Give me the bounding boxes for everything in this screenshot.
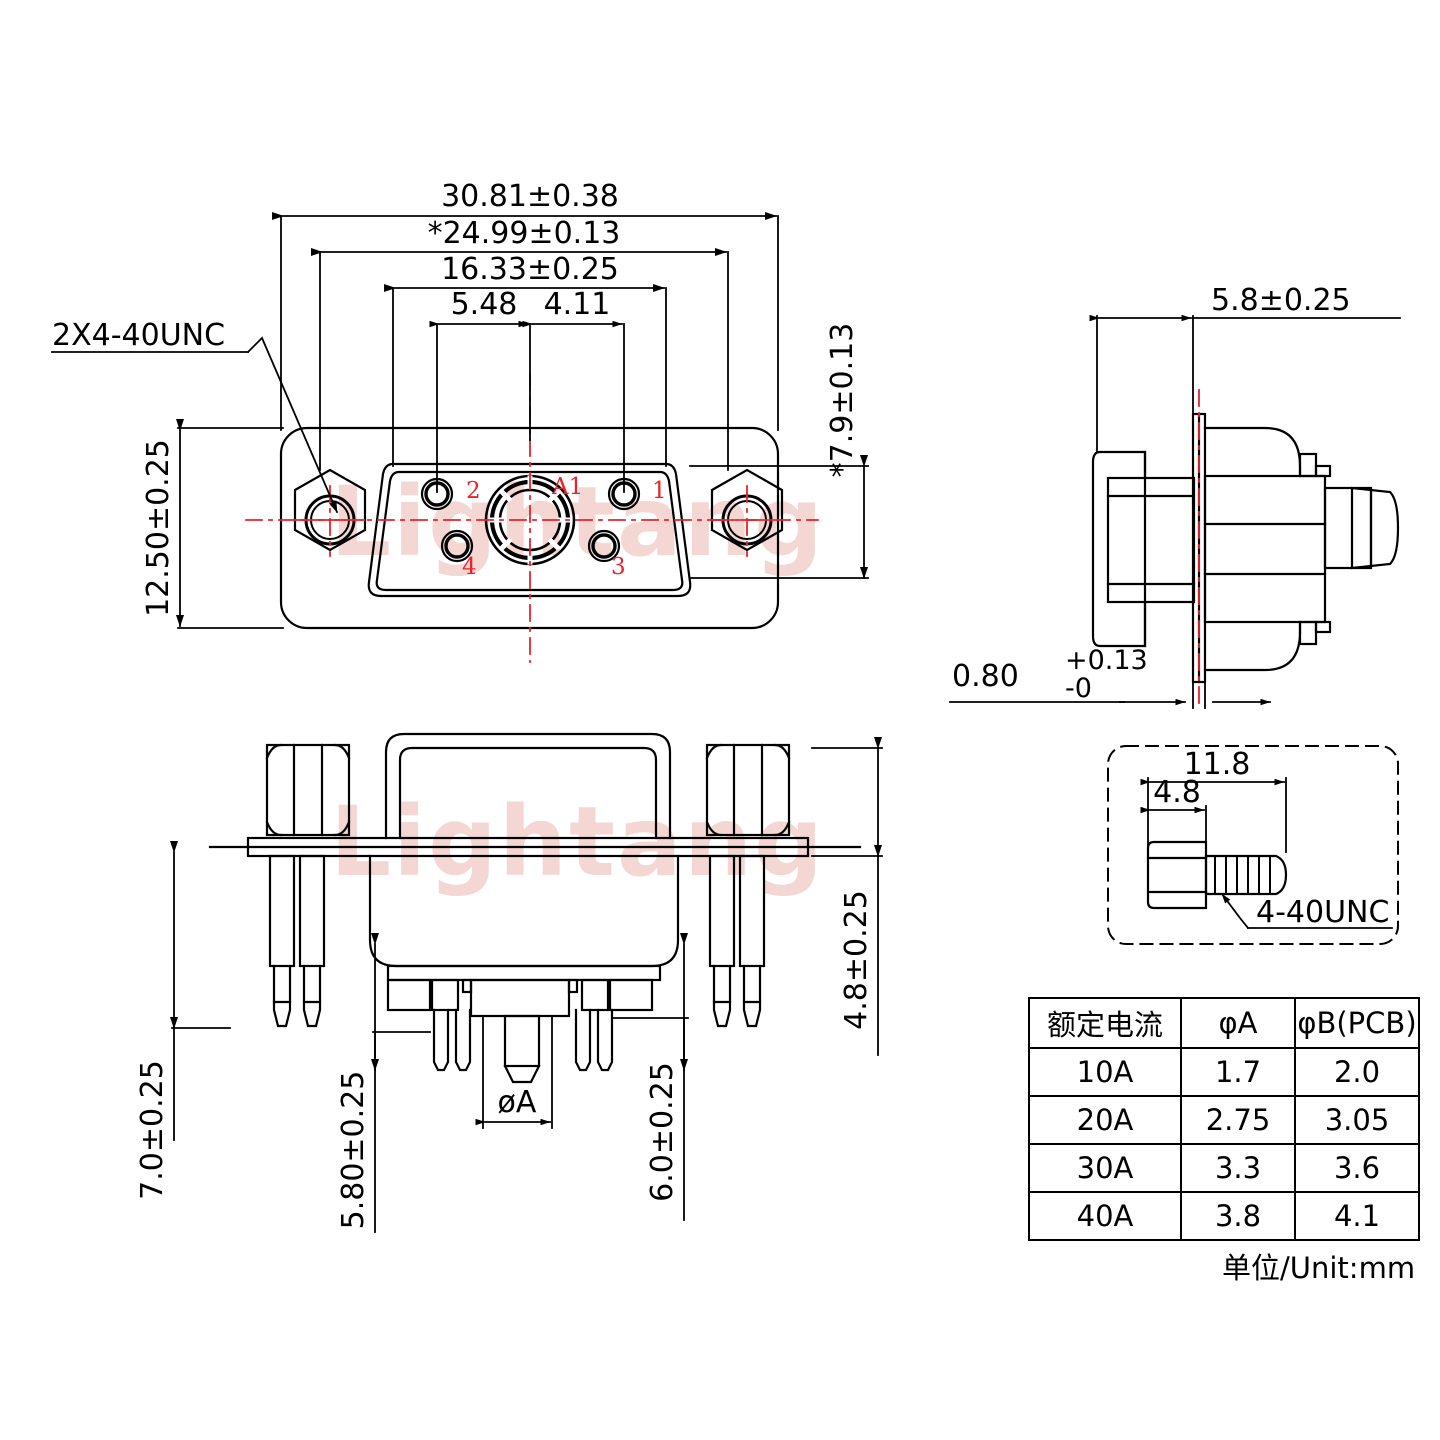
pin-label-3: 3 <box>611 554 626 580</box>
cell-current: 20A <box>1028 1095 1182 1145</box>
pin-label-a1: A1 <box>551 474 583 500</box>
pin-label-1: 1 <box>652 478 667 504</box>
dim-overall-height: 12.50±0.25 <box>141 439 176 617</box>
screw-detail-geometry <box>1107 745 1399 945</box>
pin-label-2: 2 <box>466 478 481 504</box>
unit-note: 单位/Unit:mm <box>1222 1251 1416 1285</box>
bottom-view-dimensions <box>170 737 883 1233</box>
pin-label-4: 4 <box>462 554 477 580</box>
table-header-current: 额定电流 <box>1028 997 1182 1049</box>
table-row: 10A 1.7 2.0 <box>1028 1047 1420 1097</box>
cell-phi-a: 3.8 <box>1180 1191 1296 1241</box>
table-header-phi-a: φA <box>1180 997 1296 1049</box>
dim-coax-pin-diameter: øA <box>498 1085 537 1120</box>
dim-mounting-hole-spacing: *24.99±0.13 <box>428 216 621 251</box>
thread-callout-screw: 4-40UNC <box>1256 895 1389 930</box>
dim-screw-hex-length: 4.8 <box>1153 775 1201 810</box>
side-view-dimensions <box>949 314 1401 709</box>
cell-phi-b: 2.0 <box>1294 1047 1420 1097</box>
dim-screw-total-length: 11.8 <box>1184 747 1251 782</box>
dim-overall-width: 30.81±0.38 <box>441 179 619 214</box>
table-header-phi-b: φB(PCB) <box>1294 997 1420 1049</box>
cell-phi-a: 2.75 <box>1180 1095 1296 1145</box>
dim-standoff-height: 4.8±0.25 <box>839 890 874 1030</box>
table-row: 30A 3.3 3.6 <box>1028 1143 1420 1193</box>
front-view-dimensions <box>51 212 869 629</box>
dim-shell-height: *7.9±0.13 <box>825 323 860 478</box>
dim-pin-offset-left: 5.48 <box>451 287 518 322</box>
dim-shell-width: 16.33±0.25 <box>441 252 619 287</box>
table-row: 40A 3.8 4.1 <box>1028 1191 1420 1241</box>
cell-phi-b: 3.6 <box>1294 1143 1420 1193</box>
front-view-geometry <box>245 373 819 663</box>
cell-current: 40A <box>1028 1191 1182 1241</box>
cell-current: 30A <box>1028 1143 1182 1193</box>
bottom-view-geometry <box>208 732 862 1084</box>
dim-flange-thickness: 0.80 <box>952 659 1019 694</box>
dim-pin-length-outer: 7.0±0.25 <box>135 1060 170 1200</box>
dim-flange-thickness-upper-tol: +0.13 <box>1065 645 1148 676</box>
side-view-geometry <box>1091 389 1400 707</box>
current-rating-table: 额定电流 φA φB(PCB) 10A 1.7 2.0 20A 2.75 3.0… <box>1028 997 1420 1241</box>
dim-body-depth: 5.8±0.25 <box>1211 283 1351 318</box>
table-row: 20A 2.75 3.05 <box>1028 1095 1420 1145</box>
thread-callout-front: 2X4-40UNC <box>52 318 225 353</box>
centerlines-front <box>245 373 819 663</box>
cell-phi-a: 1.7 <box>1180 1047 1296 1097</box>
table-header-row: 额定电流 φA φB(PCB) <box>1028 997 1420 1049</box>
dim-pin-offset-right: 4.11 <box>544 287 611 322</box>
dim-pin-length-coax: 6.0±0.25 <box>645 1062 680 1202</box>
cell-current: 10A <box>1028 1047 1182 1097</box>
dim-flange-thickness-lower-tol: -0 <box>1065 673 1092 704</box>
cell-phi-b: 3.05 <box>1294 1095 1420 1145</box>
cell-phi-b: 4.1 <box>1294 1191 1420 1241</box>
dim-pin-length-signal: 5.80±0.25 <box>336 1071 371 1230</box>
cell-phi-a: 3.3 <box>1180 1143 1296 1193</box>
